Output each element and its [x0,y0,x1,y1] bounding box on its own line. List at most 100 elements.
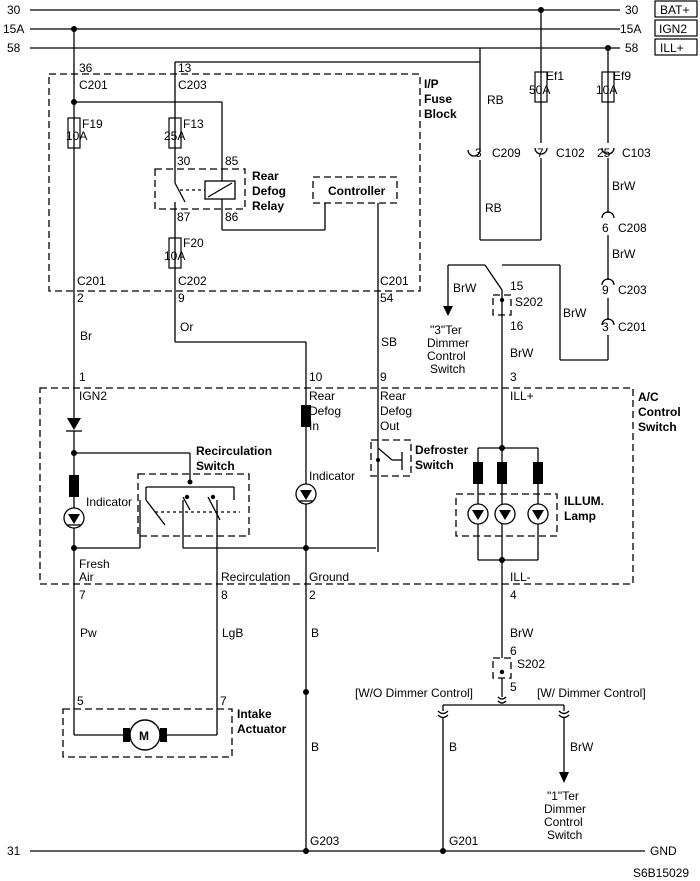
diagram-label: 25 [597,146,611,160]
resistor-icon [69,475,79,497]
fuse-ef9: Ef9 10A [596,69,631,103]
diagram-label: ILL- [510,570,531,584]
diagram-label: 15A [620,22,641,36]
diagram-label: B [311,740,319,754]
fuse-block-title: I/P [424,77,439,91]
indicator-lamp-left-icon [63,507,85,529]
diagram-label: Defog [309,404,341,418]
diagram-label: 6 [602,221,609,235]
diagram-label: "1"Ter [547,789,579,803]
diagram-label: C202 [178,274,207,288]
diagram-label: Out [380,419,400,433]
diagram-label: [W/ Dimmer Control] [537,686,646,700]
diagram-label: ILLUM. [564,494,604,508]
diagram-label: 10 [309,370,323,384]
diagram-label: 3 [510,370,517,384]
fuse-f13: F13 25A [164,117,204,149]
diagram-label: RB [487,93,504,107]
diagram-label: C201 [79,78,108,92]
indicator-lamp-mid-icon [295,483,317,505]
diagram-code: S6B15029 [633,866,689,880]
diagram-label: BrW [510,626,534,640]
diagram-label: Rear [252,169,279,183]
diagram-label: 15A [3,22,24,36]
diagram-label: 30 [7,3,21,17]
diagram-label: Br [80,329,92,343]
diagram-label: Ef1 [546,69,564,83]
diagram-label: Control [427,349,466,363]
diagram-label: 8 [221,588,228,602]
diagram-label: 31 [7,844,21,858]
diagram-label: F20 [183,236,204,250]
diagram-label: Defog [252,184,286,198]
diagram-label: BrW [563,306,587,320]
diagram-label: B [449,740,457,754]
diagram-label: C102 [556,146,585,160]
resistor-icon [301,405,311,427]
diagram-label: S202 [515,295,543,309]
diagram-label: 54 [380,291,394,305]
rail-bat: 30 30 BAT+ [7,0,698,18]
diagram-label: Recirculation [196,444,272,458]
intake-actuator [62,708,233,758]
diagram-label: Switch [547,828,582,842]
diagram-label: 30 [625,3,639,17]
diagram-label: F13 [183,117,204,131]
diagram-label: 87 [177,210,191,224]
diagram-label: 10A [164,249,185,263]
diagram-label: GND [650,844,677,858]
diagram-label: 5 [510,680,517,694]
ac-control-switch-outline [39,387,634,585]
diagram-label: Switch [415,458,454,472]
diagram-label: 1 [79,370,86,384]
diagram-label: BrW [570,740,594,754]
rail-gnd: 31 GND [7,844,677,858]
splice-s202-bottom [492,657,512,679]
diagram-label: "3"Ter [430,323,462,337]
diagram-label: C103 [622,146,651,160]
diagram-label: 3 [475,146,482,160]
diagram-label: Dimmer [544,802,586,816]
diagram-label: 85 [225,154,239,168]
rear-defog-relay: 30 85 87 86 Rear Defog Relay [154,154,286,230]
diagram-label: 9 [380,370,387,384]
diagram-label: C203 [618,283,647,297]
diagram-label: G203 [310,834,340,848]
diagram-label: LgB [222,626,243,640]
diagram-label: C201 [380,274,409,288]
diagram-label: M [139,729,149,743]
diagram-label: BrW [510,346,534,360]
diagram-label: 6 [510,644,517,658]
fuse-f19: F19 10A [66,117,103,149]
diagram-label: 7 [79,588,86,602]
diagram-label: BAT+ [660,3,689,17]
defroster-switch [370,439,412,477]
diagram-label: 50A [529,83,550,97]
diagram-label: A/C [638,390,659,404]
diagram-label: BrW [612,179,636,193]
diagram-label: 10A [596,83,617,97]
diagram-label: 58 [625,41,639,55]
diagram-label: 9 [178,291,185,305]
diagram-label: 58 [7,41,21,55]
diagram-label: Pw [80,626,97,640]
diagram-label: Dimmer [427,336,469,350]
diagram-label: Indicator [86,495,132,509]
rail-ign2: 15A 15A IGN2 [3,19,698,37]
diagram-label: 5 [77,694,84,708]
diagram-label: 15 [510,279,524,293]
diagram-label: 2 [309,588,316,602]
diagram-label: Or [180,320,193,334]
diagram-label: SB [381,335,397,349]
diagram-label: Relay [252,199,284,213]
diagram-label: Rear [380,389,406,403]
diagram-label: 9 [602,283,609,297]
diagram-label: Switch [638,420,677,434]
diagram-label: ILL+ [510,389,534,403]
diode-icon [67,418,81,430]
diagram-label: BrW [612,247,636,261]
diagram-label: 36 [79,61,93,75]
diagram-label: BrW [453,281,477,295]
diagram-label: Indicator [309,469,355,483]
diagram-label: C209 [492,146,521,160]
